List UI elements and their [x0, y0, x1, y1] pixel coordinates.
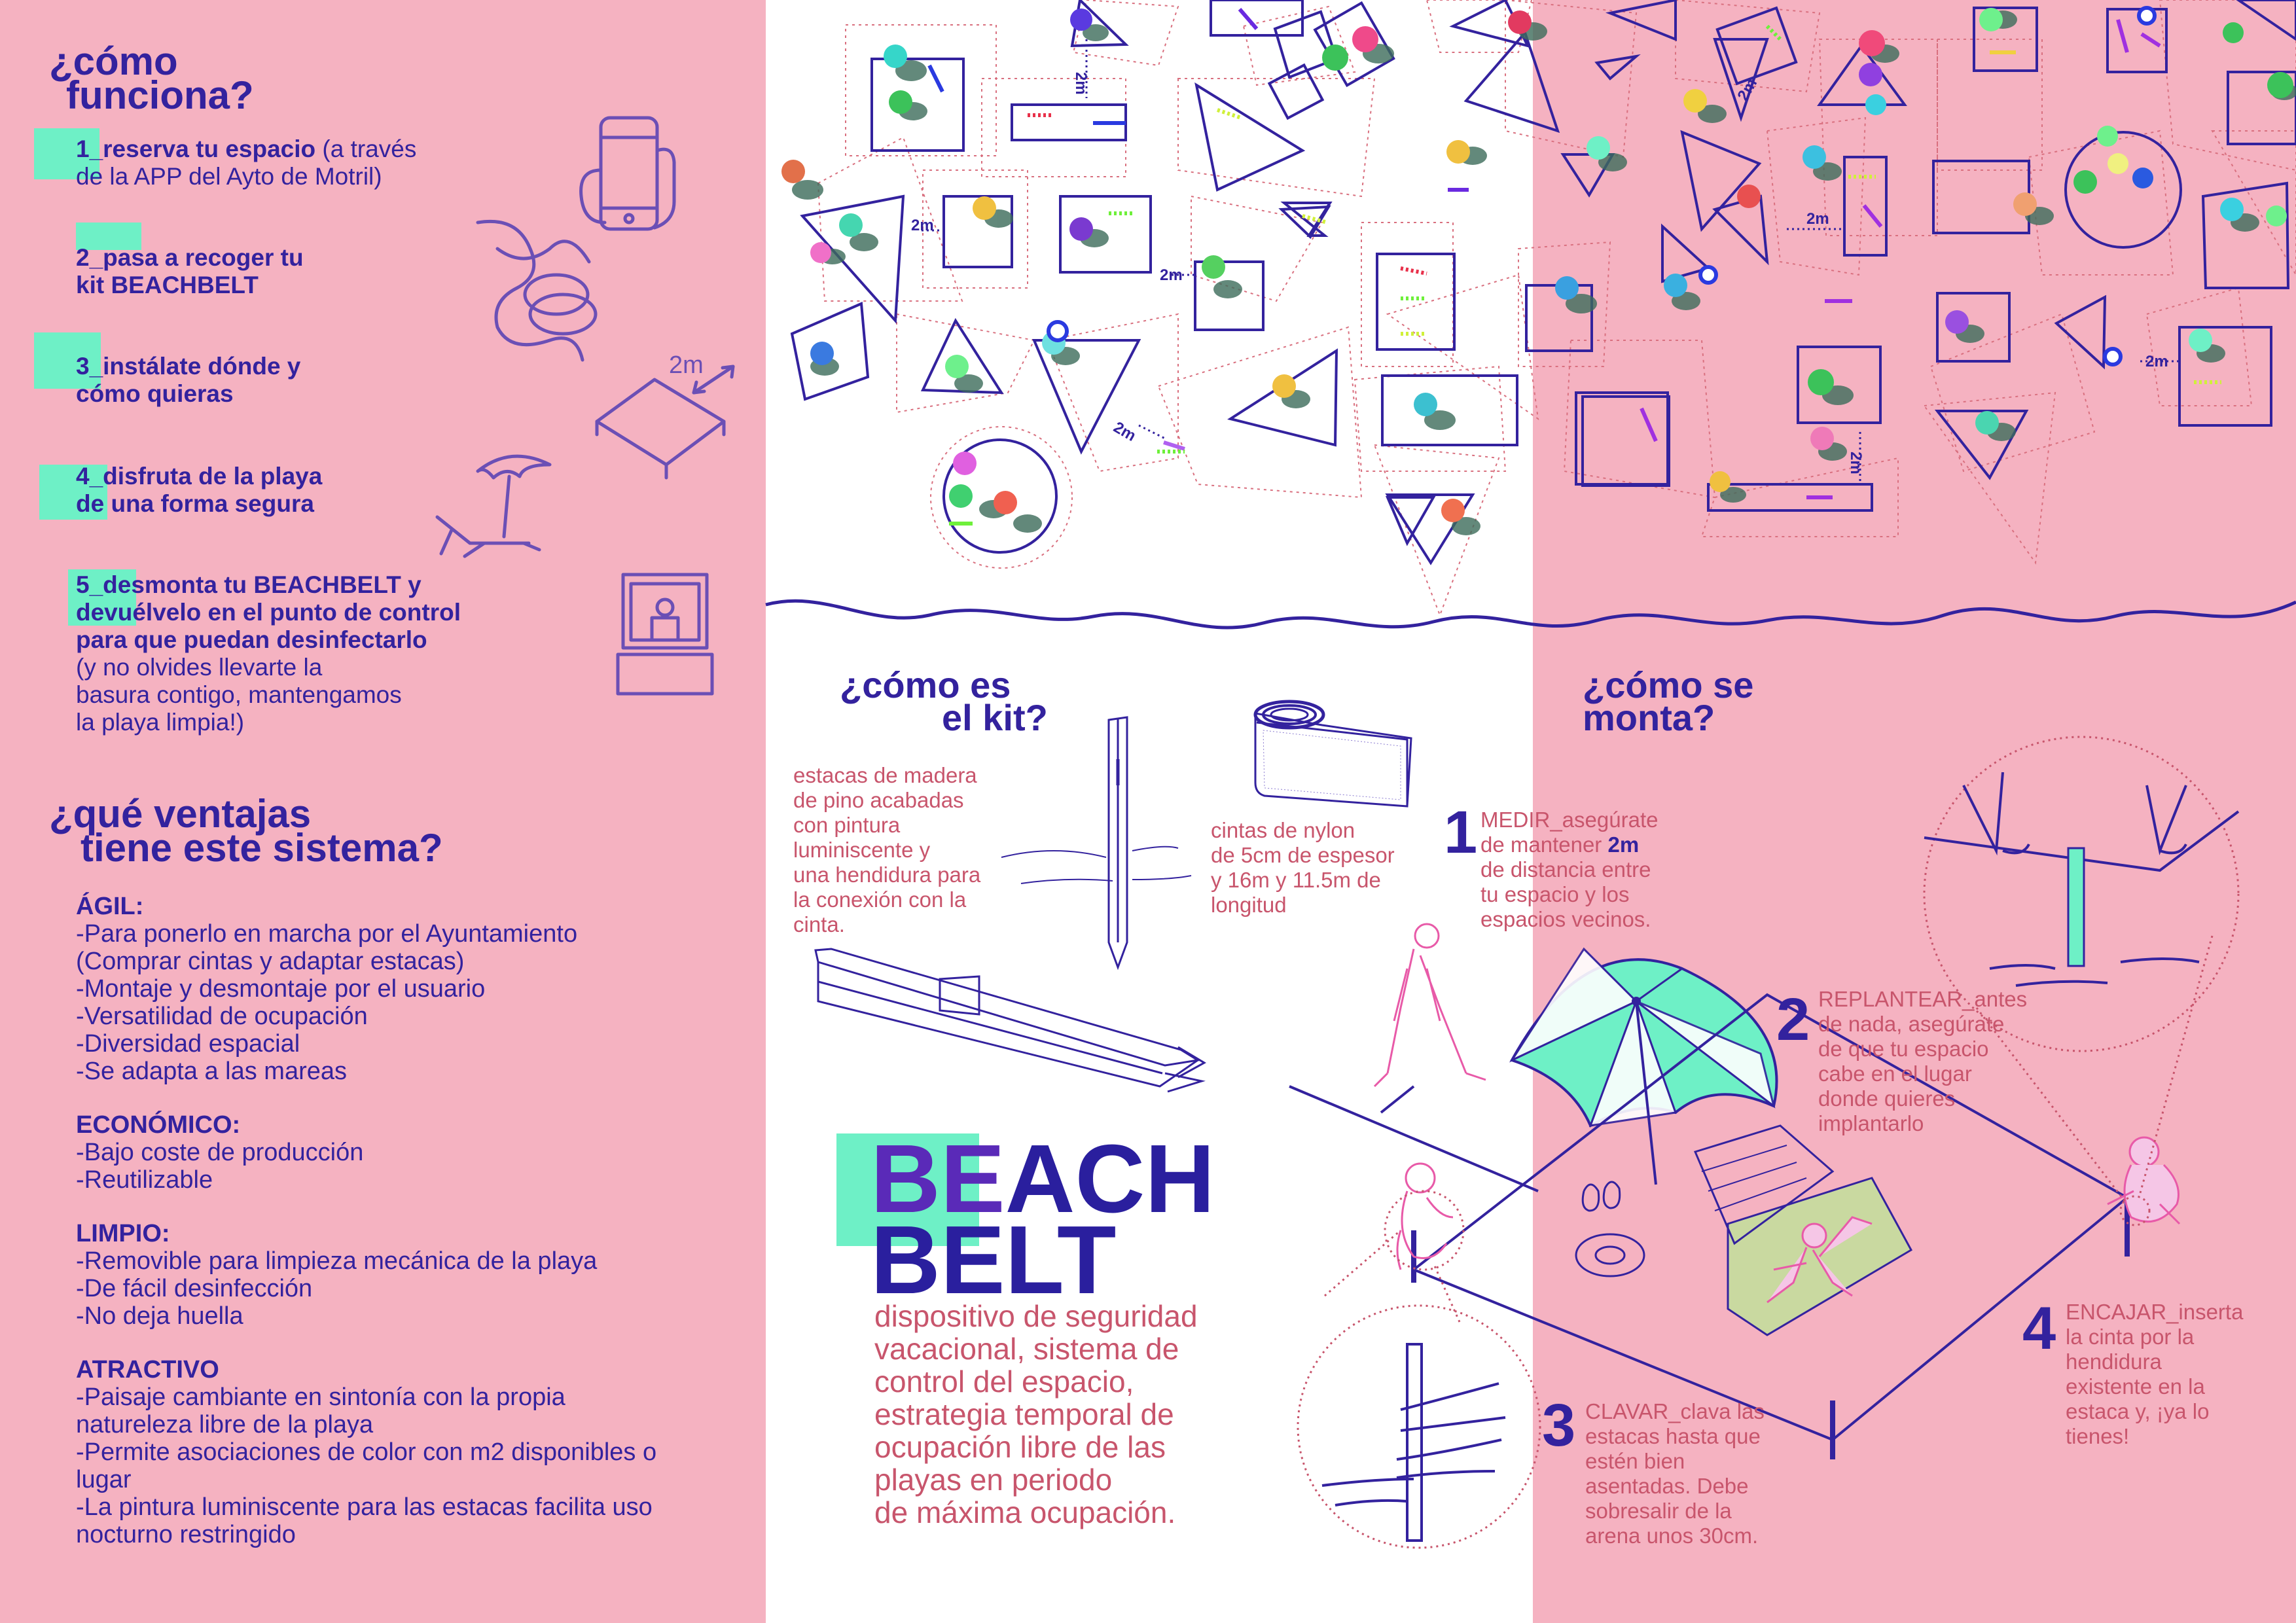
advantage-economico: ECONÓMICO: -Bajo coste de producción -Re…: [76, 1111, 364, 1194]
brand-highlight: [836, 1133, 979, 1246]
step-number-3: 3: [1542, 1392, 1576, 1459]
step-highlight: [39, 465, 107, 520]
step-number-1: 1: [1444, 799, 1478, 866]
mount-step-3: CLAVAR_clava las estacas hasta que estén…: [1585, 1399, 1765, 1548]
tape-description: cintas de nylon de 5cm de espesor y 16m …: [1211, 818, 1395, 917]
mount-step-2: REPLANTEAR_antes de nada, asegúrate de q…: [1818, 987, 2028, 1135]
svg-text:2m: 2m: [1072, 72, 1090, 95]
mount-title: ¿cómo se monta?: [1583, 664, 1754, 738]
svg-text:2m: 2m: [1160, 266, 1183, 284]
svg-text:2m: 2m: [911, 217, 934, 234]
kit-title: ¿cómo es el kit?: [840, 664, 1048, 738]
advantages-title: ¿qué ventajas tiene este sistema?: [49, 792, 443, 870]
step-highlight: [68, 569, 136, 626]
tape-roll-drawing: [1253, 700, 1412, 808]
step-highlight: [76, 223, 141, 250]
stakes-description: estacas de madera de pino acabadas con p…: [793, 763, 981, 936]
advantage-agil: ÁGIL: -Para ponerlo en marcha por el Ayu…: [76, 893, 578, 1085]
mount-step-4: ENCAJAR_inserta la cinta por la hendidur…: [2066, 1300, 2244, 1448]
mount-step-1: MEDIR_asegúrate de mantener 2m de distan…: [1480, 808, 1659, 931]
step-5: 5_desmonta tu BEACHBELT y devuélvelo en …: [76, 571, 461, 736]
step-number-4: 4: [2022, 1295, 2056, 1362]
step-highlight: [34, 332, 101, 389]
advantage-atractivo: ATRACTIVO -Paisaje cambiante en sintonía…: [76, 1356, 657, 1548]
step-4: 4_disfruta de la playa de una forma segu…: [76, 463, 323, 517]
brand-logo: BEACH BELT: [870, 1125, 1215, 1314]
svg-text:2m: 2m: [1111, 418, 1139, 445]
crouching-person: [1396, 1162, 1454, 1270]
advantage-limpio: LIMPIO: -Removible para limpieza mecánic…: [76, 1220, 598, 1330]
step-3: 3_instálate dónde y cómo quieras: [76, 353, 301, 407]
stakes-bundle: [814, 948, 1207, 1093]
walking-person: [1373, 923, 1486, 1088]
step-highlight: [34, 128, 99, 179]
how-title: ¿cómo funciona?: [49, 39, 254, 117]
step-1: 1_reserva tu espacio (a través de la APP…: [76, 135, 417, 190]
step-number-2: 2: [1776, 986, 1810, 1053]
stake-drawing: [1001, 716, 1192, 971]
step-2: 2_pasa a recoger tu kit BEACHBELT: [76, 244, 304, 298]
brand-description: dispositivo de seguridad vacacional, sis…: [874, 1299, 1198, 1529]
left-panel: [0, 0, 766, 1623]
